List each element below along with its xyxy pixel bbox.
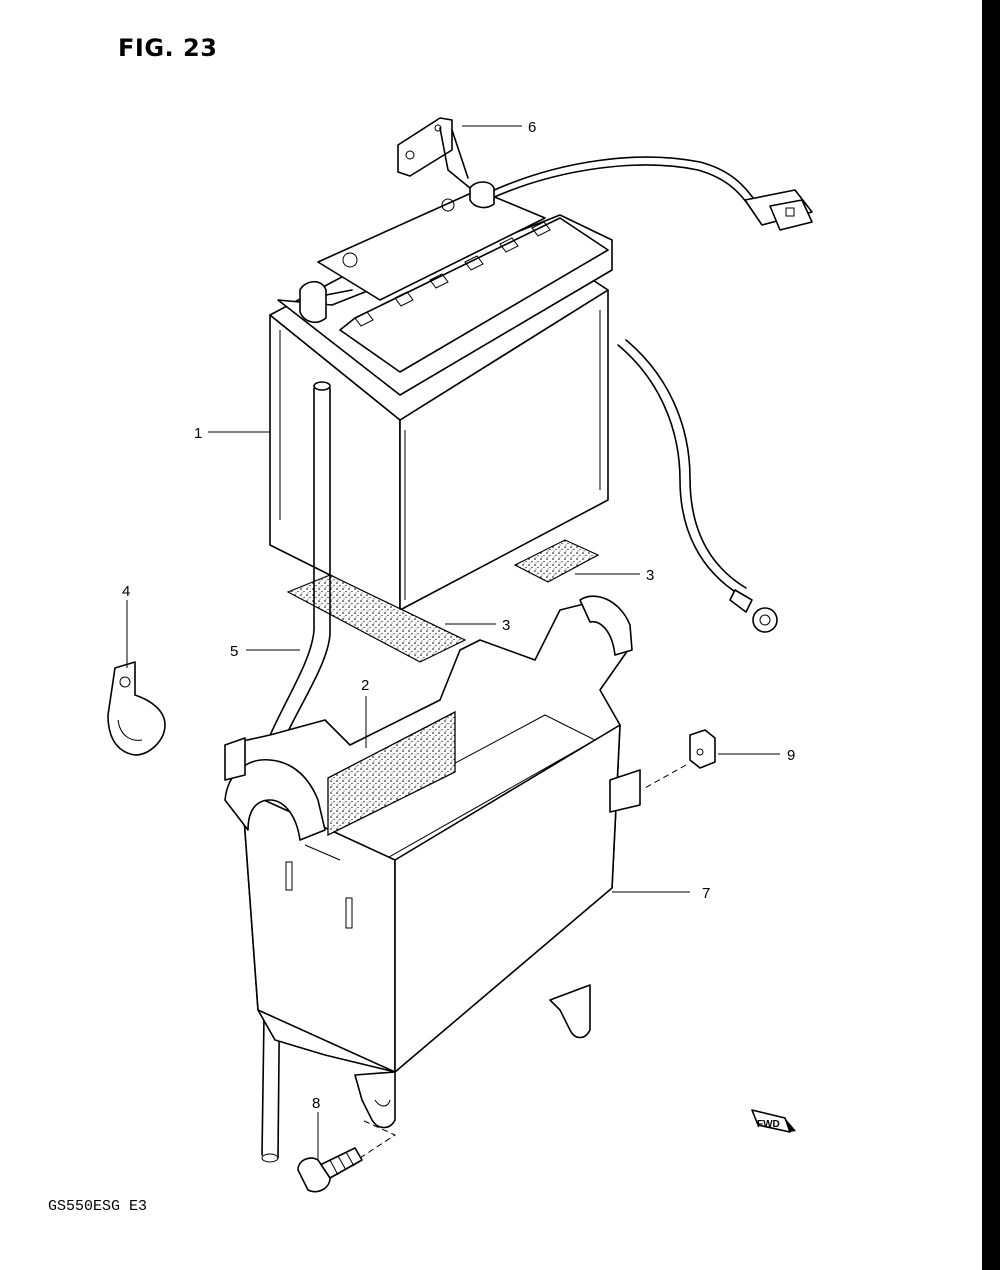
lead-wire-with-connector	[489, 156, 813, 231]
fwd-label: FWD	[757, 1119, 780, 1130]
leader-lines	[126, 125, 780, 1160]
part-2-case-pad	[327, 710, 456, 837]
callout-9: 9	[787, 747, 795, 764]
callout-3-upper: 3	[646, 567, 654, 584]
page-edge-bar	[982, 0, 1000, 1270]
callout-2: 2	[361, 677, 369, 694]
part-8-bolt	[297, 1119, 397, 1193]
part-9-clip-nut	[644, 729, 716, 789]
callout-7: 7	[702, 885, 710, 902]
callout-6: 6	[528, 119, 536, 136]
part-1-battery	[269, 181, 613, 611]
part-3-pads	[286, 539, 600, 663]
callout-1: 1	[194, 425, 202, 442]
part-4-clamp	[107, 661, 166, 756]
fwd-arrow-icon	[751, 1109, 796, 1133]
part-6-terminal-bracket	[397, 117, 471, 189]
callout-4: 4	[122, 583, 130, 600]
model-code: GS550ESG E3	[48, 1198, 148, 1215]
part-7-battery-case	[224, 595, 641, 1129]
callout-3-lower: 3	[502, 617, 510, 634]
figure-title: FIG. 23	[118, 34, 218, 62]
callout-8: 8	[312, 1095, 320, 1112]
callout-5: 5	[230, 643, 238, 660]
ground-cable	[617, 339, 778, 633]
